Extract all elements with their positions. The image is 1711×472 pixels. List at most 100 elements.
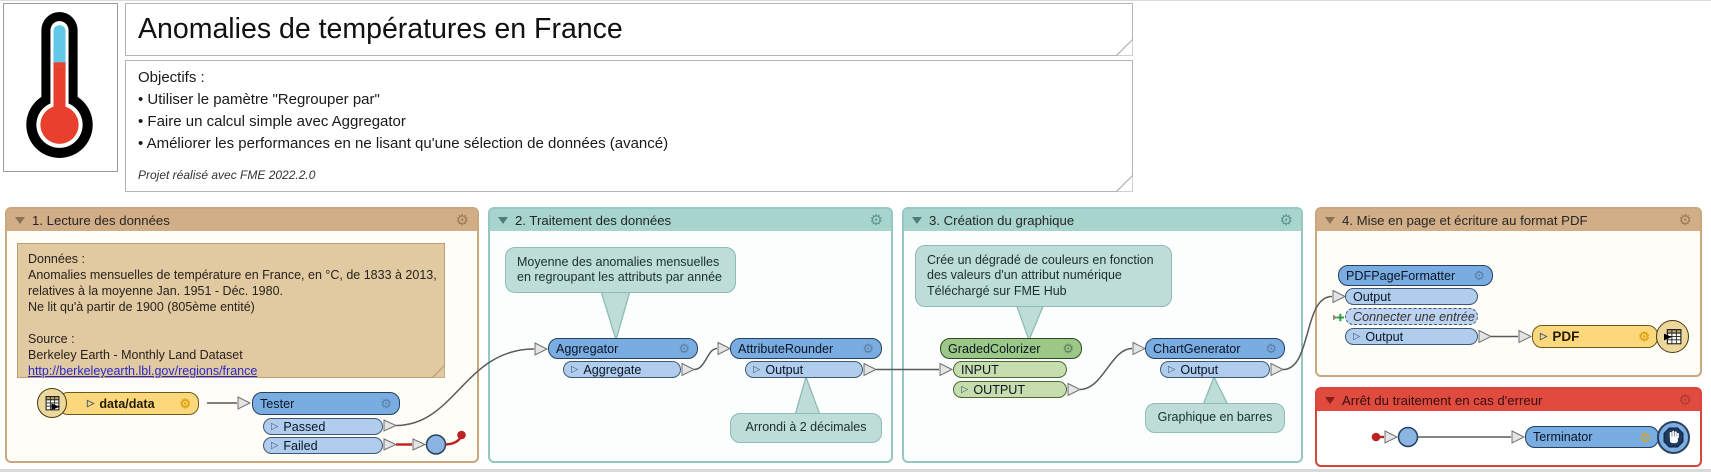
output-arrow [383, 438, 398, 451]
gear-icon[interactable]: ⚙ [1638, 329, 1650, 344]
gear-icon[interactable]: ⚙ [455, 211, 469, 229]
port-icon: ▷ [1353, 330, 1361, 342]
gear-icon[interactable]: ⚙ [1678, 211, 1692, 229]
canvas-top-edge [0, 0, 1711, 1]
gradedcolorizer-node[interactable]: GradedColorizer ⚙ [940, 338, 1082, 359]
annotation-line: Source : [28, 332, 75, 346]
bookmark-arret-header[interactable]: Arrêt du traitement en cas d'erreur ⚙ [1317, 389, 1700, 411]
bookmark-creation-header[interactable]: 3. Création du graphique ⚙ [904, 209, 1301, 231]
connection-passed-aggregator[interactable] [395, 348, 535, 427]
bookmark-title: Arrêt du traitement en cas d'erreur [1342, 392, 1543, 408]
gear-icon[interactable]: ⚙ [1265, 341, 1277, 356]
gear-icon[interactable]: ⚙ [380, 396, 392, 411]
junction-node[interactable] [425, 434, 447, 455]
terminator-node[interactable]: Terminator ⚙ [1525, 426, 1659, 448]
collapse-icon[interactable] [498, 216, 508, 224]
collapse-icon[interactable] [1325, 396, 1335, 404]
reader-feature-icon[interactable] [37, 388, 67, 418]
reader-label: data/data [99, 396, 155, 411]
bookmark-lecture-header[interactable]: 1. Lecture des données ⚙ [7, 209, 477, 231]
gear-icon[interactable]: ⚙ [179, 396, 191, 411]
tester-node[interactable]: Tester ⚙ [252, 392, 400, 415]
output-arrow [681, 362, 696, 377]
input-arrow [412, 438, 427, 451]
reader-node[interactable]: ▷ data/data ⚙ [58, 392, 199, 415]
thermometer-icon-box[interactable] [3, 3, 118, 172]
port-label: OUTPUT [973, 382, 1026, 397]
gear-icon[interactable]: ⚙ [1062, 341, 1074, 356]
canvas-bottom-edge [0, 469, 1711, 472]
gear-icon[interactable]: ⚙ [862, 341, 874, 356]
table-icon [1663, 328, 1681, 344]
colorizer-annotation[interactable]: Crée un dégradé de couleurs en fonction … [915, 245, 1172, 307]
output-arrow [1067, 382, 1082, 397]
bookmark-title: 3. Création du graphique [929, 212, 1075, 228]
aggregator-annotation[interactable]: Moyenne des anomalies mensuelles en regr… [505, 247, 736, 293]
pdfformatter-connect-input-port[interactable]: Connecter une entrée [1333, 308, 1478, 325]
tester-failed-port[interactable]: ▷ Failed [263, 437, 383, 454]
port-label: Output [1353, 289, 1391, 304]
connection-aggregate-rounder[interactable] [693, 347, 718, 371]
gear-icon[interactable]: ⚙ [1639, 429, 1651, 445]
input-arrow [1384, 430, 1399, 444]
junction-node[interactable] [1397, 426, 1419, 448]
rounder-annotation[interactable]: Arrondi à 2 décimales [730, 413, 882, 443]
colorizer-label: GradedColorizer [948, 341, 1041, 356]
connection-chart-pdfformatter[interactable] [1282, 295, 1333, 371]
terminator-icon[interactable] [1657, 421, 1690, 454]
expand-icon[interactable]: ▷ [1540, 330, 1548, 342]
annotation-spacer [28, 315, 434, 331]
objective-item: • Faire un calcul simple avec Aggregator [138, 113, 406, 130]
chart-output-port[interactable]: ▷ Output [1160, 361, 1270, 378]
pdfformatter-output-port[interactable]: ▷ Output [1345, 328, 1478, 345]
annotation-line: Ne lit qu'à partir de 1900 (805ème entit… [28, 300, 255, 314]
pdfformatter-input-port[interactable]: Output [1345, 288, 1478, 305]
tester-passed-port[interactable]: ▷ Passed [263, 418, 383, 435]
port-icon: ▷ [1168, 363, 1176, 375]
aggregator-label: Aggregator [556, 341, 619, 356]
gear-icon[interactable]: ⚙ [678, 341, 690, 356]
writer-feature-icon[interactable] [1656, 320, 1689, 353]
port-label: Output [1180, 362, 1219, 377]
donnees-annotation[interactable]: Données : Anomalies mensuelles de tempér… [17, 243, 445, 378]
gear-icon[interactable]: ⚙ [869, 211, 883, 229]
workspace-title-annotation[interactable]: Anomalies de températures en France [125, 3, 1133, 56]
collapse-icon[interactable] [15, 216, 25, 224]
dataset-link[interactable]: http://berkeleyearth.lbl.gov/regions/fra… [28, 364, 258, 378]
gear-icon[interactable]: ⚙ [1279, 211, 1293, 229]
input-arrow [1332, 289, 1347, 304]
fold-corner [1116, 175, 1133, 192]
chart-label: ChartGenerator [1153, 341, 1241, 356]
gear-icon[interactable]: ⚙ [1473, 268, 1485, 283]
stop-hand-icon [1663, 427, 1684, 448]
objectives-annotation[interactable]: Objectifs : • Utiliser le pamètre "Regro… [125, 60, 1133, 192]
bookmark-traitement-header[interactable]: 2. Traitement des données ⚙ [490, 209, 891, 231]
gear-icon[interactable]: ⚙ [1678, 391, 1692, 409]
error-link-dot [457, 430, 466, 440]
input-arrow [237, 396, 252, 410]
aggregator-node[interactable]: Aggregator ⚙ [548, 338, 698, 359]
attributerounder-node[interactable]: AttributeRounder ⚙ [730, 338, 882, 359]
collapse-icon[interactable] [912, 216, 922, 224]
colorizer-input-port[interactable]: INPUT [953, 361, 1067, 378]
bookmark-mise-en-page-header[interactable]: 4. Mise en page et écriture au format PD… [1317, 209, 1700, 231]
output-arrow [1478, 329, 1493, 344]
port-label: Connecter une entrée [1353, 309, 1475, 324]
colorizer-output-port[interactable]: ▷ OUTPUT [953, 381, 1067, 398]
add-input-icon[interactable] [1333, 312, 1344, 323]
port-label: INPUT [961, 362, 999, 377]
connection-colorizer-chart[interactable] [1079, 347, 1133, 391]
annotation-tail [1202, 375, 1230, 406]
chartgenerator-node[interactable]: ChartGenerator ⚙ [1145, 338, 1285, 359]
rounder-output-port[interactable]: ▷ Output [745, 361, 863, 378]
chart-annotation[interactable]: Graphique en barres [1145, 403, 1285, 433]
port-label: Passed [283, 419, 326, 434]
expand-icon[interactable]: ▷ [87, 397, 95, 409]
aggregator-output-port[interactable]: ▷ Aggregate [563, 361, 681, 378]
writer-node[interactable]: ▷ PDF ⚙ [1532, 325, 1658, 348]
port-icon: ▷ [271, 420, 279, 432]
collapse-icon[interactable] [1325, 216, 1335, 224]
pdfpageformatter-node[interactable]: PDFPageFormatter ⚙ [1338, 265, 1493, 286]
